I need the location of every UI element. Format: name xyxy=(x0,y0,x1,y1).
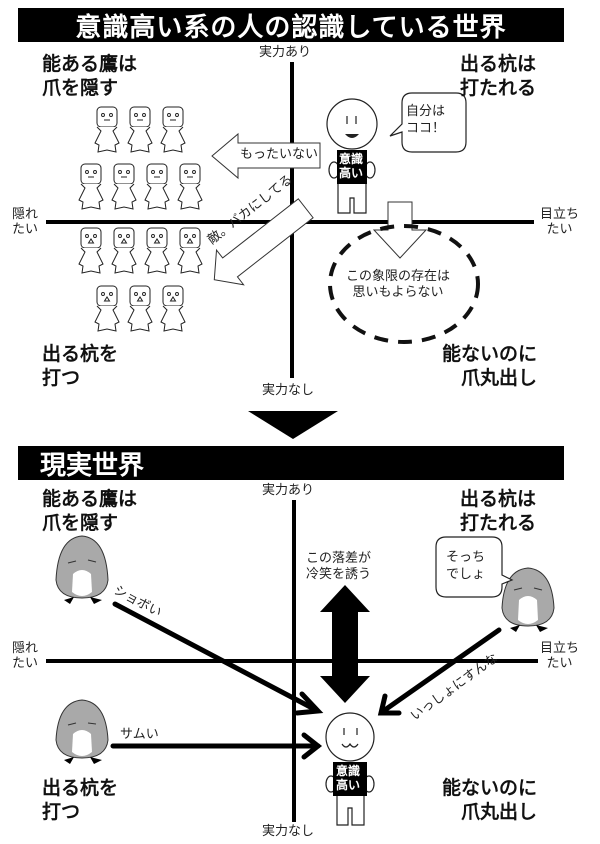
top-quadrant-top-right: 出る杭は 打たれる xyxy=(460,52,536,100)
sign-line: 意識 xyxy=(339,152,364,166)
top-quadrant-top-left: 能ある鷹は 爪を隠す xyxy=(42,52,137,100)
quadrant-line: 打つ xyxy=(42,801,81,823)
quadrant-line: 爪丸出し xyxy=(461,367,538,389)
bottom-axis-left-label: 隠れ たい xyxy=(12,641,38,671)
penguin-top-left xyxy=(55,535,109,604)
speech-bubble-bottom xyxy=(435,536,514,598)
sign-top-text: 意識 高い xyxy=(339,152,363,180)
quadrant-line: 出る杭を xyxy=(42,777,119,799)
quadrant-line: 爪を隠す xyxy=(42,512,119,534)
bottom-axis-down-label: 実力なし xyxy=(262,824,315,839)
ellipse-note: この象限の存在は 思いもよらない xyxy=(346,269,450,301)
top-quadrant-bottom-right: 能ないのに 爪丸出し xyxy=(442,342,537,390)
top-axis-left-label: 隠れ たい xyxy=(12,207,38,237)
penguin-top-right xyxy=(501,567,555,632)
quadrant-line: 能ある鷹は xyxy=(42,53,138,75)
top-axis-left-line1: 隠れ xyxy=(12,207,39,222)
quadrant-line: 能ある鷹は xyxy=(42,488,138,510)
quadrant-line: 爪を隠す xyxy=(42,77,119,99)
top-title-text: 意識高い系の人の認識している世界 xyxy=(75,12,507,43)
axis-line: たい xyxy=(546,656,573,671)
axis-line: たい xyxy=(12,656,39,671)
top-axis-down-label: 実力なし xyxy=(262,383,315,398)
bottom-quadrant-top-right: 出る杭は 打たれる xyxy=(460,487,536,535)
note-line: 思いもよらない xyxy=(352,285,444,300)
bottom-axis-right-label: 目立ち たい xyxy=(540,641,579,671)
top-axis-right-line2: たい xyxy=(546,222,573,237)
note-line: この落差が xyxy=(306,551,372,566)
top-axis-right-line1: 目立ち xyxy=(540,207,580,222)
quadrant-line: 打つ xyxy=(42,367,81,389)
penguin-bottom-left xyxy=(55,699,109,764)
quadrant-line: 打たれる xyxy=(460,512,537,534)
gap-double-arrow xyxy=(320,585,370,703)
top-panel-title: 意識高い系の人の認識している世界 xyxy=(18,8,564,43)
quadrant-line: 出る杭を xyxy=(42,343,119,365)
sign-line: 高い xyxy=(336,778,361,792)
bottom-panel-title: 現実世界 xyxy=(18,446,564,481)
note-line: 冷笑を誘う xyxy=(306,567,372,582)
bubble-line: そっち xyxy=(446,550,486,565)
top-quadrant-bottom-left: 出る杭を 打つ xyxy=(42,342,118,390)
bottom-quadrant-bottom-right: 能ないのに 爪丸出し xyxy=(442,776,537,824)
quadrant-line: 打たれる xyxy=(460,77,537,99)
arrow-down-to-ellipse xyxy=(372,201,428,259)
bottom-quadrant-bottom-left: 出る杭を 打つ xyxy=(42,776,118,824)
crowd-hiding xyxy=(78,106,203,210)
bubble-line: ココ！ xyxy=(406,121,446,136)
arrow-mottainai xyxy=(211,132,321,180)
arrow-issho xyxy=(377,627,502,716)
quadrant-line: 能ないのに xyxy=(442,343,538,365)
arrow-mottainai-label: もったいない xyxy=(240,147,319,162)
bottom-quadrant-top-left: 能ある鷹は 爪を隠す xyxy=(42,487,137,535)
quadrant-line: 能ないのに xyxy=(442,777,538,799)
axis-line: 目立ち xyxy=(540,641,580,656)
gap-note: この落差が 冷笑を誘う xyxy=(306,551,371,583)
quadrant-line: 出る杭は xyxy=(460,53,537,75)
bubble-line: 自分は xyxy=(406,104,446,119)
speech-bubble-bottom-text: そっち でしょ xyxy=(446,549,485,583)
axis-line: 隠れ xyxy=(12,641,39,656)
top-axis-left-line2: たい xyxy=(12,222,39,237)
top-axis-right-label: 目立ち たい xyxy=(540,207,579,237)
bottom-title-text: 現実世界 xyxy=(40,450,145,481)
quadrant-line: 出る杭は xyxy=(460,488,537,510)
speech-bubble-top-text: 自分は ココ！ xyxy=(406,103,445,137)
arrow-enemy xyxy=(213,198,314,286)
bubble-line: でしょ xyxy=(446,567,486,582)
sign-line: 高い xyxy=(339,166,364,180)
self-character-top xyxy=(326,98,378,214)
sign-bottom-text: 意識 高い xyxy=(336,764,360,792)
crowd-hammering xyxy=(78,227,203,332)
bottom-axis-up-label: 実力あり xyxy=(262,483,315,498)
top-axis-up-label: 実力あり xyxy=(259,45,312,60)
arrow-samui xyxy=(110,732,323,760)
transition-arrow xyxy=(248,411,338,439)
speech-bubble-top xyxy=(389,92,467,153)
arrow-shobo xyxy=(112,601,324,716)
self-character-bottom xyxy=(325,712,375,826)
quadrant-line: 爪丸出し xyxy=(461,801,538,823)
dashed-ellipse xyxy=(328,224,480,344)
arrow-samui-label: サムい xyxy=(120,727,159,742)
sign-line: 意識 xyxy=(336,764,361,778)
note-line: この象限の存在は xyxy=(346,269,451,284)
